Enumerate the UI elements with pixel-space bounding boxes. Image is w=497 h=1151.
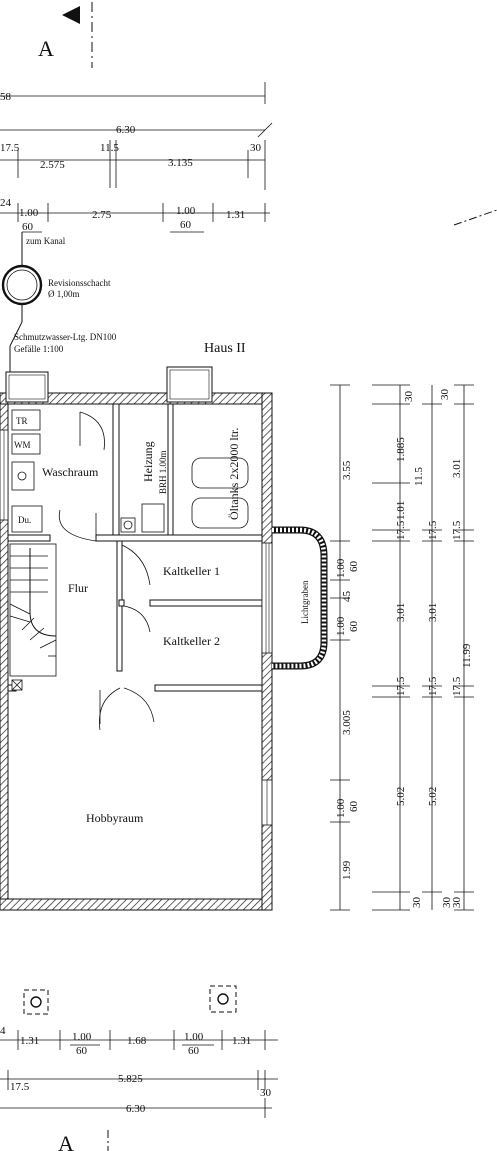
dim-right-c4-175: 17.5: [451, 520, 463, 540]
dim-bottom-4a: 4: [0, 1025, 6, 1037]
dimensions-top: [0, 82, 273, 233]
label-revisionsschacht: Revisionsschacht: [48, 278, 111, 288]
plan-title: Haus II: [204, 341, 246, 356]
label-zum-kanal: zum Kanal: [26, 236, 66, 246]
dim-bottom-175: 17.5: [10, 1081, 30, 1093]
cut-line-right: [453, 209, 497, 226]
label-hobbyraum: Hobbyraum: [86, 811, 144, 825]
section-label-bottom: A: [58, 1131, 74, 1151]
section-label-top: A: [38, 36, 54, 61]
dim-right-c2-30b: 30: [411, 897, 423, 909]
washroom-fixtures: [11, 409, 105, 542]
foundation-pillars: [23, 985, 237, 1015]
dim-right-c3-301: 3.01: [427, 603, 439, 622]
dim-right-3005: 3.005: [341, 710, 353, 735]
dim-top-total: 6.30: [116, 124, 136, 136]
dim-right-100a: 1.00: [335, 558, 347, 578]
dim-right-60b: 60: [348, 621, 360, 633]
dim-right-101: 1.01: [395, 501, 407, 520]
section-marker-bottom: A: [58, 1130, 109, 1151]
dim-right-c2-30: 30: [403, 391, 415, 403]
dim-top-w100b: 1.00: [176, 205, 196, 217]
staircase: [9, 543, 57, 691]
dim-right-c2-175: 17.5: [395, 520, 407, 540]
dim-bottom-w60a: 60: [76, 1045, 88, 1057]
label-schmutzwasser: Schmutzwasser-Ltg. DN100: [14, 332, 117, 342]
dim-right-c4-1199: 11.99: [461, 643, 473, 668]
dim-right-355: 3.55: [341, 460, 353, 480]
dim-right-60c: 60: [348, 801, 360, 813]
dim-right-45: 45: [341, 591, 353, 603]
dim-right-1885: 1.885: [395, 437, 407, 462]
label-du: Du.: [18, 515, 31, 525]
dim-top-275: 2.75: [92, 209, 112, 221]
dim-bottom-w60b: 60: [188, 1045, 200, 1057]
dim-top-175: 17.5: [0, 142, 20, 154]
dim-right-60a: 60: [348, 561, 360, 573]
oil-tanks: [191, 457, 249, 529]
sink-symbol: [11, 461, 35, 491]
dim-right-c4-30: 30: [439, 389, 451, 401]
revisionsschacht-symbol: [1, 264, 43, 306]
label-waschraum: Waschraum: [42, 465, 99, 479]
dim-bottom-131b: 1.31: [232, 1035, 251, 1047]
dim-bottom-131a: 1.31: [20, 1035, 39, 1047]
heating-fixtures: [120, 503, 165, 533]
dim-right-c3-115: 11.5: [413, 467, 425, 486]
dim-bottom-30: 30: [260, 1087, 272, 1099]
lichtgraben: [272, 526, 328, 670]
label-lichtgraben: Lichtgraben: [300, 580, 310, 624]
dim-top-w60a: 60: [22, 221, 34, 233]
label-heizung: Heizung: [141, 441, 155, 482]
label-flur: Flur: [68, 581, 88, 595]
dimensions-bottom: [0, 1030, 278, 1118]
dim-right-c4-30b: 30: [451, 897, 463, 909]
dim-top-24: 24: [0, 197, 12, 209]
label-tr: TR: [16, 416, 28, 426]
dim-top-w100a: 1.00: [19, 207, 39, 219]
dim-right-199: 1.99: [341, 860, 353, 880]
dim-top-2575: 2.575: [40, 159, 65, 171]
label-brh: BRH 1.00m: [158, 450, 168, 494]
dim-top-w60b: 60: [180, 219, 192, 231]
dim-bottom-w100b: 1.00: [184, 1031, 204, 1043]
dim-right-100b: 1.00: [335, 616, 347, 636]
label-revisionsschacht-size: Ø 1,00m: [48, 289, 80, 299]
tr-box: [11, 409, 41, 431]
shower-box: [11, 505, 43, 533]
dim-right-c4-301: 3.01: [451, 459, 463, 478]
label-gefaelle: Gefälle 1:100: [14, 344, 64, 354]
label-kaltkeller1: Kaltkeller 1: [163, 564, 220, 578]
label-kaltkeller2: Kaltkeller 2: [163, 634, 220, 648]
dim-right-c4-175b: 17.5: [451, 676, 463, 696]
wm-box: [11, 433, 41, 455]
dim-right-c2-502: 5.02: [395, 787, 407, 806]
dim-top-131: 1.31: [226, 209, 245, 221]
dim-right-c3-502: 5.02: [427, 787, 439, 806]
section-marker-top: A: [38, 2, 93, 68]
dim-top-3135: 3.135: [168, 157, 193, 169]
building-walls: [0, 366, 273, 911]
label-wm: WM: [14, 440, 31, 450]
dimensions-right: [330, 384, 474, 911]
dim-right-c3-30: 30: [441, 897, 453, 909]
dim-right-c2-175b: 17.5: [395, 676, 407, 696]
dim-bottom-168: 1.68: [127, 1035, 147, 1047]
dim-bottom-total: 6.30: [126, 1103, 146, 1115]
label-oeltanks: Öltanks 2x2000 ltr.: [227, 428, 241, 520]
dim-top-cut: 58: [0, 91, 12, 103]
dim-right-100c: 1.00: [335, 798, 347, 818]
doors: [99, 544, 155, 731]
dim-top-115: 11.5: [100, 142, 119, 154]
dim-top-30: 30: [250, 142, 262, 154]
dim-bottom-w100a: 1.00: [72, 1031, 92, 1043]
dim-right-c3-175: 17.5: [427, 520, 439, 540]
dim-right-c2-301: 3.01: [395, 603, 407, 622]
dim-bottom-5825: 5.825: [118, 1073, 143, 1085]
dim-right-c3-175b: 17.5: [427, 676, 439, 696]
